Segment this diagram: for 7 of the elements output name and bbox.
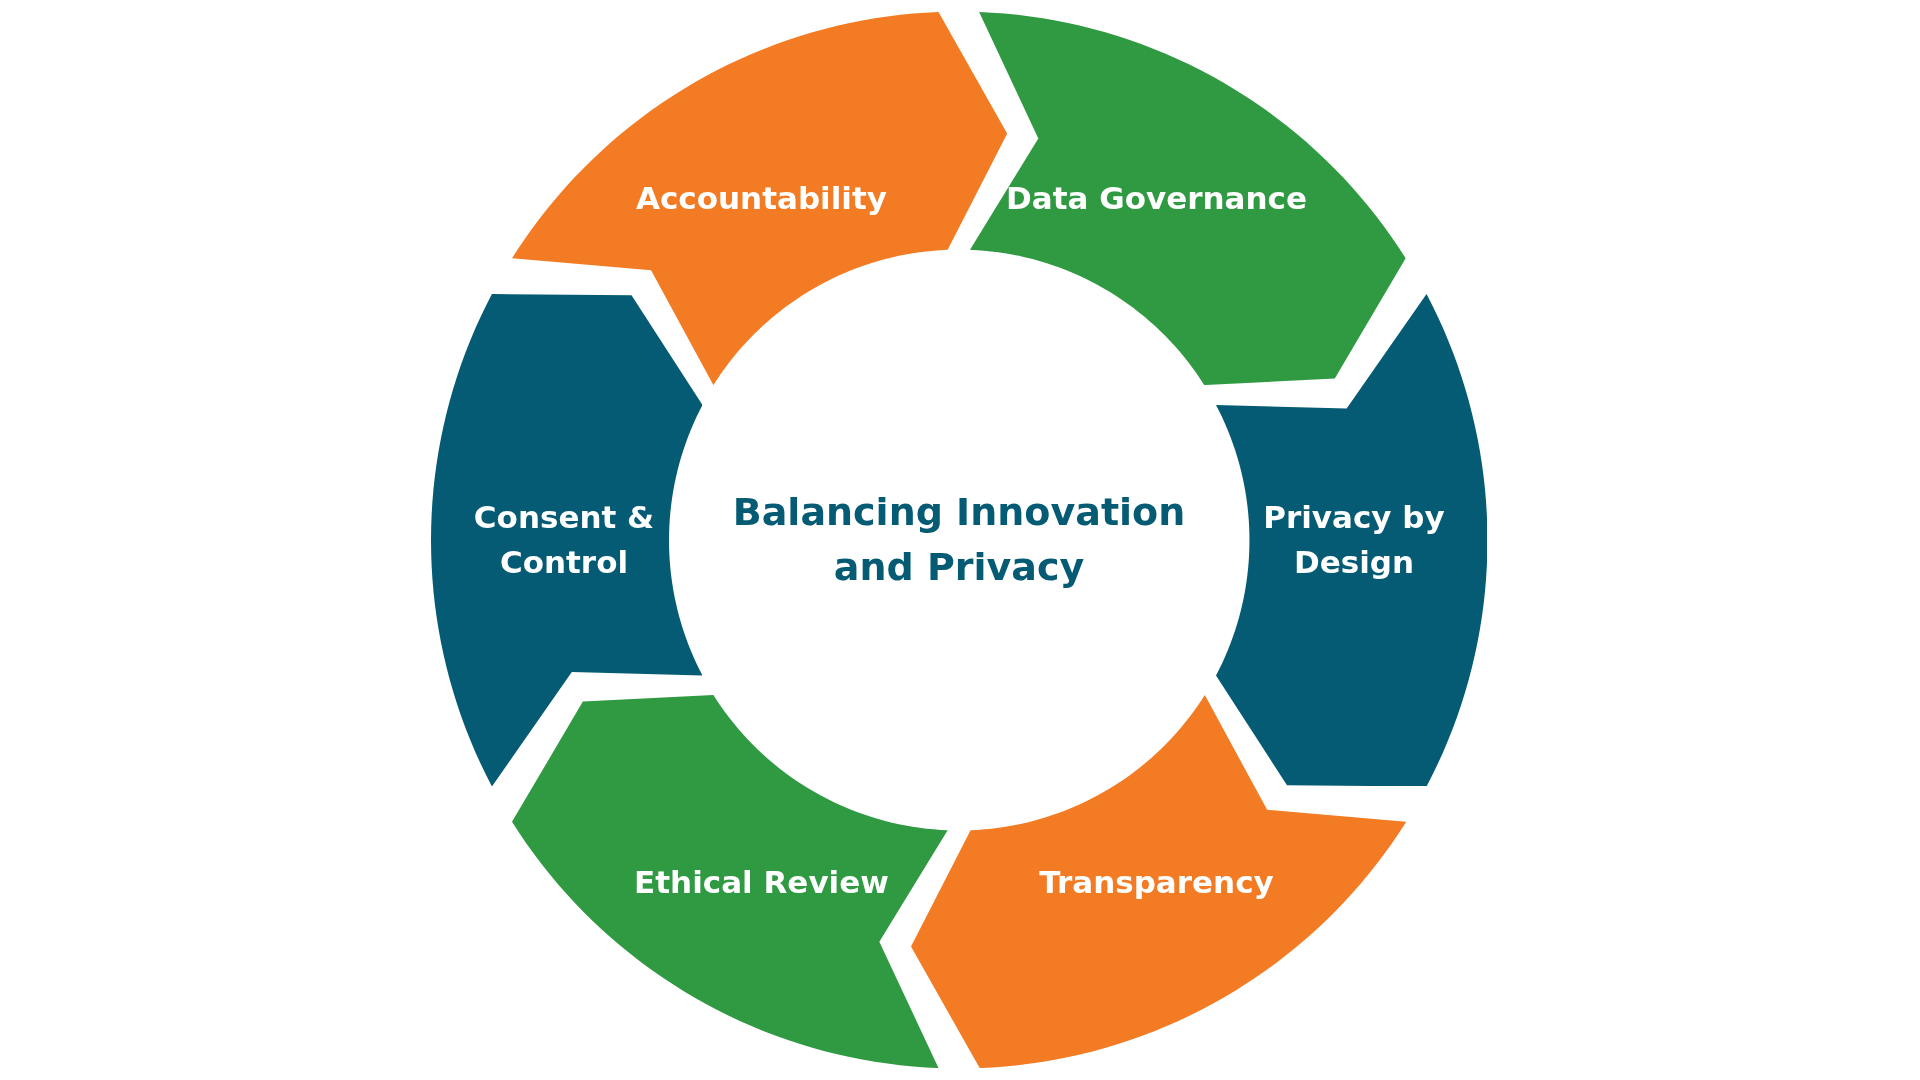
segment-label: Transparency bbox=[1038, 862, 1275, 902]
center-title: Balancing Innovation and Privacy bbox=[731, 488, 1187, 591]
segment-label: Ethical Review bbox=[633, 862, 890, 902]
segment-label: Privacy by Design bbox=[1262, 498, 1446, 582]
segment-label: Accountability bbox=[634, 178, 888, 218]
segment-label: Consent & Control bbox=[472, 498, 656, 582]
segment-label: Data Governance bbox=[1005, 178, 1308, 218]
